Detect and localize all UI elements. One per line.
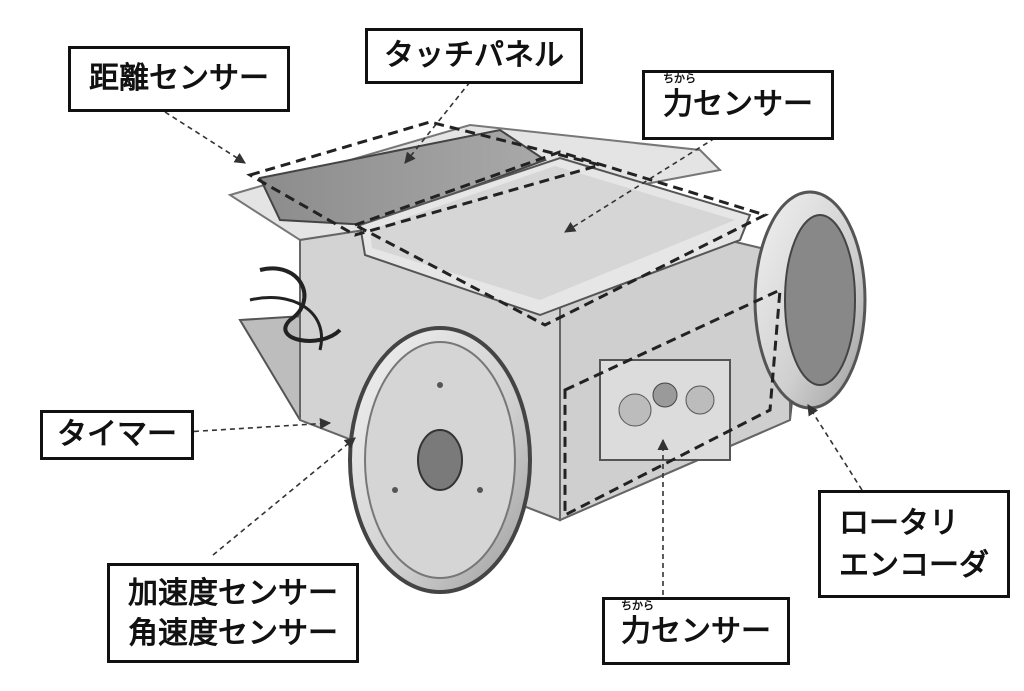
label-touch-panel-text: タッチパネル <box>384 38 564 73</box>
force-kanji-bottom: 力 <box>621 614 651 649</box>
force-ruby-reading-top: ちから <box>663 72 696 85</box>
force-plate-box <box>351 150 770 327</box>
force-plate-graphic <box>358 156 752 317</box>
highlight-boxes <box>246 120 782 518</box>
leader-distance <box>164 111 246 164</box>
leader-accel <box>212 437 356 556</box>
label-gyro-text: 角速度センサー <box>128 616 338 651</box>
label-distance-sensor-text: 距離センサー <box>89 61 269 96</box>
touch-panel-box <box>246 120 606 237</box>
force-ruby-reading-bottom: ちから <box>621 599 654 612</box>
leader-encoder <box>807 404 863 491</box>
label-timer: タイマー <box>40 410 194 460</box>
force-kanji-top: 力 <box>663 87 693 122</box>
front-sensor-box <box>563 287 782 518</box>
leader-force-top <box>564 137 716 233</box>
label-touch-panel: タッチパネル <box>365 28 583 84</box>
label-force-sensor-bottom: ちから力センサー <box>602 597 790 665</box>
label-accel-gyro: 加速度センサー 角速度センサー <box>107 563 359 663</box>
label-rotary-encoder: ロータリ エンコーダ <box>818 490 1010 598</box>
force-rest-top: センサー <box>693 87 813 122</box>
leader-lines <box>164 81 863 595</box>
label-distance-sensor: 距離センサー <box>68 46 290 112</box>
front-wheel <box>348 326 532 594</box>
label-encoder-text: エンコーダ <box>839 548 989 583</box>
front-sensor-graphic <box>599 359 731 461</box>
force-ruby-top: ちから力 <box>663 73 696 123</box>
label-timer-text: タイマー <box>57 417 177 452</box>
label-force-sensor-top: ちから力センサー <box>642 70 834 140</box>
label-rotary-text: ロータリ <box>839 506 959 541</box>
label-accel-text: 加速度センサー <box>128 576 338 611</box>
leader-timer <box>184 418 332 433</box>
force-ruby-bottom: ちから力 <box>621 600 654 650</box>
force-rest-bottom: センサー <box>651 614 771 649</box>
